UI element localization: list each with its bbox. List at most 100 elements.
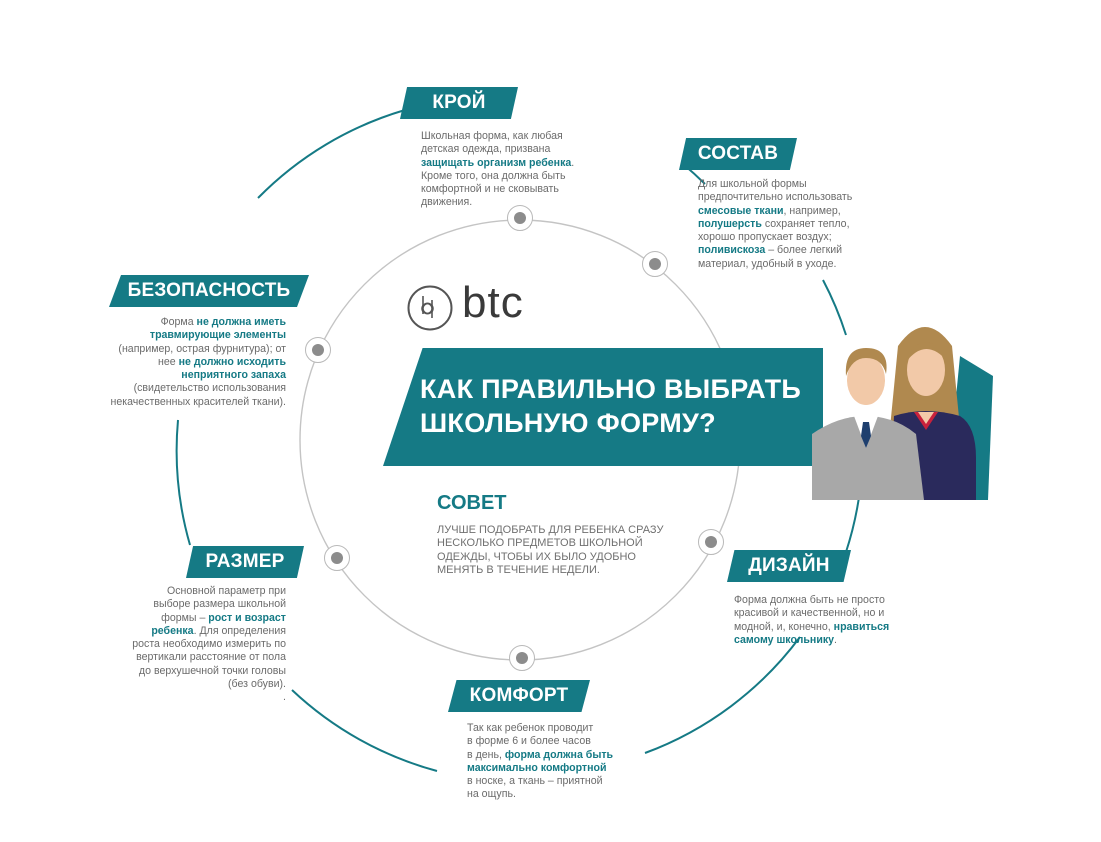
desc-line: нее не должно исходить <box>86 356 286 369</box>
desc-line: детская одежда, призвана <box>421 143 611 156</box>
desc-highlight: поливискоза <box>698 244 766 257</box>
desc-text: предпочтительно использовать <box>698 191 853 204</box>
desc-highlight: не должно исходить <box>178 355 286 368</box>
desc-highlight: травмирующие элементы <box>149 329 286 342</box>
desc-line: защищать организм ребенка. <box>421 157 611 170</box>
desc-line: Кроме того, она должна быть <box>421 170 611 183</box>
tag-komfort: КОМФОРТ <box>448 680 590 712</box>
desc-highlight: максимально комфортной <box>467 761 607 774</box>
desc-text: детская одежда, призвана <box>421 143 551 156</box>
desc-highlight: рост и возраст <box>208 611 286 624</box>
desc-highlight: полушерсть <box>698 217 762 230</box>
desc-highlight: форма должна быть <box>504 748 614 761</box>
desc-text: некачественных красителей ткани). <box>110 395 286 408</box>
desc-text: (без обуви). <box>228 678 286 691</box>
outer-arc-bottom-right <box>644 636 801 754</box>
desc-line: хорошо пропускает воздух; <box>698 231 888 244</box>
desc-highlight: самому школьнику <box>734 633 835 646</box>
outer-arc-right-upper <box>822 279 847 336</box>
tip-line: МЕНЯТЬ В ТЕЧЕНИЕ НЕДЕЛИ. <box>437 564 600 577</box>
desc-text: . <box>283 691 286 704</box>
desc-line: движения. <box>421 196 611 209</box>
tip-line: ЛУЧШЕ ПОДОБРАТЬ ДЛЯ РЕБЕНКА СРАЗУ <box>437 524 664 536</box>
desc-line: ребенка. Для определения <box>100 625 286 638</box>
desc-line: в форме 6 и более часов <box>467 735 657 748</box>
desc-text: Основной параметр при <box>167 585 286 597</box>
desc-line: в носке, а ткань – приятной <box>467 775 657 788</box>
desc-line: поливискоза – более легкий <box>698 244 888 257</box>
desc-line: материал, удобный в уходе. <box>698 258 888 271</box>
tag-komfort-label: КОМФОРТ <box>469 685 569 706</box>
node-sostav <box>642 251 668 277</box>
desc-highlight: ребенка <box>151 624 194 637</box>
desc-highlight: смесовые ткани <box>698 204 784 217</box>
desc-text: до верхушечной точки головы <box>138 664 286 677</box>
desc-text: Форма должна быть не просто <box>734 594 885 606</box>
desc-text: в день, <box>467 748 505 761</box>
node-bezopasnost <box>305 337 331 363</box>
desc-line: комфортной и не сковывать <box>421 183 611 196</box>
desc-line: на ощупь. <box>467 788 657 801</box>
outer-arc-top-left <box>257 109 406 199</box>
desc-text: в носке, а ткань – приятной <box>467 775 603 788</box>
desc-text: . <box>834 633 837 646</box>
desc-text: хорошо пропускает воздух; <box>698 231 832 244</box>
desc-line: (например, острая фурнитура); от <box>86 343 286 356</box>
desc-text: – более легкий <box>765 244 843 257</box>
desc-text: Школьная форма, как любая <box>421 130 563 142</box>
btc-monogram-icon <box>407 285 453 331</box>
tag-razmer: РАЗМЕР <box>186 546 304 578</box>
desc-text: Для школьной формы <box>698 178 807 190</box>
desc-line: предпочтительно использовать <box>698 191 888 204</box>
desc-text: (свидетельство использования <box>133 382 286 395</box>
desc-text: сохраняет тепло, <box>761 217 850 230</box>
desc-line: некачественных красителей ткани). <box>86 396 286 409</box>
desc-text: (например, острая фурнитура); от <box>118 342 286 355</box>
title-line-1: КАК ПРАВИЛЬНО ВЫБРАТЬ <box>420 374 802 404</box>
tip-text: ЛУЧШЕ ПОДОБРАТЬ ДЛЯ РЕБЕНКА СРАЗУ НЕСКОЛ… <box>437 524 677 578</box>
desc-line: самому школьнику. <box>734 634 934 647</box>
desc-line: неприятного запаха <box>86 369 286 382</box>
desc-text: вертикали расстояние от пола <box>136 651 286 664</box>
title-line-2: ШКОЛЬНУЮ ФОРМУ? <box>420 408 716 438</box>
desc-line: полушерсть сохраняет тепло, <box>698 218 888 231</box>
tip-line: НЕСКОЛЬКО ПРЕДМЕТОВ ШКОЛЬНОЙ <box>437 537 643 550</box>
desc-highlight: не должна иметь <box>196 316 286 328</box>
tag-bezopasnost: БЕЗОПАСНОСТЬ <box>109 275 309 307</box>
desc-line: травмирующие элементы <box>86 329 286 342</box>
logo-text: btc <box>462 278 524 327</box>
desc-text: материал, удобный в уходе. <box>698 257 837 270</box>
tag-sostav-label: СОСТАВ <box>697 143 779 164</box>
outer-arc-bottom-left <box>291 689 438 772</box>
desc-highlight: нравиться <box>833 620 890 633</box>
desc-text: комфортной и не сковывать <box>421 183 559 196</box>
desc-line: . <box>100 691 286 704</box>
desc-line: Школьная форма, как любая <box>421 130 611 143</box>
desc-highlight: защищать организм ребенка <box>421 156 572 169</box>
desc-text: на ощупь. <box>467 788 516 801</box>
tip-title: СОВЕТ <box>437 492 507 514</box>
tip-line: ОДЕЖДЫ, ЧТОБЫ ИХ БЫЛО УДОБНО <box>437 550 636 563</box>
tag-sostav: СОСТАВ <box>679 138 797 170</box>
desc-line: вертикали расстояние от пола <box>100 651 286 664</box>
node-kroy <box>507 205 533 231</box>
desc-highlight: неприятного запаха <box>181 369 286 382</box>
desc-line: в день, форма должна быть <box>467 749 657 762</box>
desc-text: красивой и качественной, но и <box>734 607 885 620</box>
desc-line: модной, и, конечно, нравиться <box>734 621 934 634</box>
desc-line: красивой и качественной, но и <box>734 607 934 620</box>
desc-text: . Для определения <box>193 624 286 637</box>
node-komfort <box>509 645 535 671</box>
tag-razmer-label: РАЗМЕР <box>205 551 285 572</box>
desc-line: роста необходимо измерить по <box>100 638 286 651</box>
desc-text: роста необходимо измерить по <box>132 638 286 651</box>
desc-line: Форма должна быть не просто <box>734 594 934 607</box>
desc-line: Для школьной формы <box>698 178 888 191</box>
tag-bezopasnost-label: БЕЗОПАСНОСТЬ <box>127 280 291 301</box>
desc-text: Форма <box>160 316 197 328</box>
